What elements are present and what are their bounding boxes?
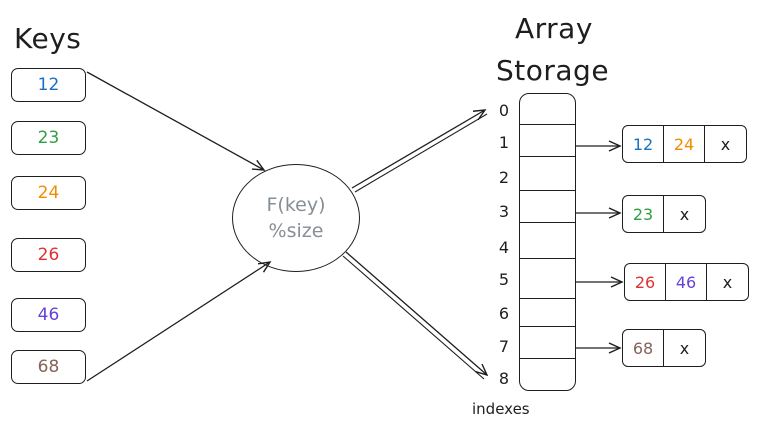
index-label: 6 bbox=[498, 304, 510, 323]
hash-function-line2: %size bbox=[268, 220, 324, 242]
storage-slot-divider bbox=[520, 298, 575, 299]
index-label: 8 bbox=[498, 369, 510, 388]
key-label: 68 bbox=[37, 357, 60, 377]
key-label: 23 bbox=[37, 128, 60, 148]
hash-function-node: F(key) %size bbox=[232, 164, 360, 272]
keys-title: Keys bbox=[14, 22, 82, 55]
storage-slot-divider bbox=[520, 326, 575, 327]
chain-key-cell: 24 bbox=[664, 126, 705, 162]
chain-null-cell: x bbox=[722, 272, 733, 292]
storage-title: Storage bbox=[496, 54, 610, 87]
arrow-hash-to-index-8 bbox=[345, 251, 489, 377]
arrow-hash-to-index-8-double bbox=[342, 255, 485, 380]
chain-key-cell: 46 bbox=[666, 264, 707, 300]
index-label: 7 bbox=[498, 337, 510, 356]
key-box: 68 bbox=[11, 350, 86, 384]
key-box: 12 bbox=[11, 68, 86, 102]
chain-slot-3: 23 x bbox=[622, 195, 706, 233]
array-storage bbox=[519, 93, 576, 391]
storage-slot-divider bbox=[520, 190, 575, 191]
key-label: 46 bbox=[37, 305, 60, 325]
storage-slot-divider bbox=[520, 124, 575, 125]
chain-key-cell: 12 bbox=[623, 126, 664, 162]
index-label: 1 bbox=[498, 133, 510, 152]
key-box: 24 bbox=[11, 176, 86, 210]
key-box: 46 bbox=[11, 298, 86, 332]
arrow-key-bottom-to-hash bbox=[86, 261, 272, 382]
chain-null-cell: x bbox=[679, 204, 690, 224]
index-label: 4 bbox=[498, 238, 510, 257]
index-label: 0 bbox=[498, 101, 510, 120]
chain-null-cell: x bbox=[720, 134, 731, 154]
key-box: 23 bbox=[11, 121, 86, 155]
index-label: 3 bbox=[498, 202, 510, 221]
storage-slot-divider bbox=[520, 258, 575, 259]
key-box: 26 bbox=[11, 238, 86, 272]
indexes-caption: indexes bbox=[472, 400, 530, 418]
chain-key-cell: 23 bbox=[623, 196, 664, 232]
arrow-hash-to-index-0 bbox=[351, 109, 487, 189]
chain-slot-7: 68 x bbox=[622, 329, 706, 367]
array-title: Array bbox=[515, 12, 593, 45]
key-label: 26 bbox=[37, 245, 60, 265]
storage-slot-divider bbox=[520, 358, 575, 359]
storage-slot-divider bbox=[520, 156, 575, 157]
index-label: 5 bbox=[498, 270, 510, 289]
key-label: 12 bbox=[37, 75, 60, 95]
chain-key-cell: 68 bbox=[623, 330, 664, 366]
chain-null-cell: x bbox=[679, 338, 690, 358]
chain-key-cell: 26 bbox=[625, 264, 666, 300]
hash-function-line1: F(key) bbox=[266, 194, 326, 216]
storage-slot-divider bbox=[520, 222, 575, 223]
index-label: 2 bbox=[498, 168, 510, 187]
arrow-hash-to-index-0-double bbox=[354, 113, 488, 193]
arrow-key-top-to-hash bbox=[86, 71, 266, 171]
key-label: 24 bbox=[37, 183, 60, 203]
